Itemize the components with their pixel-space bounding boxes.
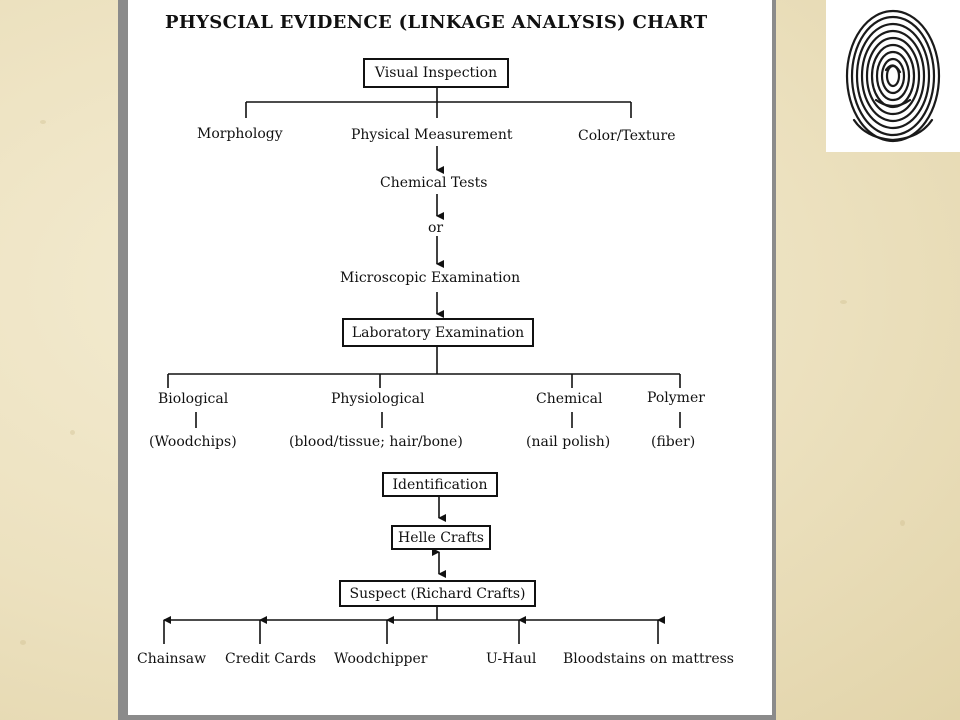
suspect-box: Suspect (Richard Crafts) [339,580,536,607]
evidence-item-u-haul: U-Haul [486,651,537,667]
biological-example: (Woodchips) [149,434,237,450]
polymer-example: (fiber) [651,434,696,450]
chart-title: PHYSCIAL EVIDENCE (LINKAGE ANALYSIS) CHA… [165,12,708,33]
paper-speck [70,430,75,435]
physical-measurement-label: Physical Measurement [351,127,513,143]
visual-inspection-box: Visual Inspection [363,58,509,88]
physiological-label: Physiological [331,391,425,407]
paper-speck [900,520,905,526]
paper-speck [20,640,26,645]
paper-speck [840,300,847,304]
fingerprint-icon [845,9,941,143]
chemical-tests-label: Chemical Tests [380,175,488,191]
evidence-item-credit-cards: Credit Cards [225,651,317,667]
visual-inspection-label: Visual Inspection [374,65,498,81]
polymer-label: Polymer [647,390,705,406]
microscopic-examination-label: Microscopic Examination [340,270,521,286]
evidence-item-woodchipper: Woodchipper [334,651,428,667]
identification-label: Identification [392,476,488,493]
identification-box: Identification [382,472,498,497]
connector-lines [163,88,681,644]
evidence-item-chainsaw: Chainsaw [137,651,207,667]
paper-speck [40,120,46,124]
or-label: or [428,220,444,236]
morphology-label: Morphology [197,126,283,142]
color-texture-label: Color/Texture [578,128,676,144]
helle-crafts-label: Helle Crafts [398,529,484,546]
chemical-example: (nail polish) [526,434,611,450]
evidence-item-bloodstains: Bloodstains on mattress [563,651,734,667]
fingerprint-image [826,0,960,152]
physiological-example: (blood/tissue; hair/bone) [289,434,463,450]
laboratory-examination-box: Laboratory Examination [342,318,534,347]
laboratory-examination-label: Laboratory Examination [351,324,525,341]
biological-label: Biological [158,391,229,407]
suspect-label: Suspect (Richard Crafts) [349,585,526,602]
helle-crafts-box: Helle Crafts [391,525,491,550]
chemical-label: Chemical [536,391,603,407]
